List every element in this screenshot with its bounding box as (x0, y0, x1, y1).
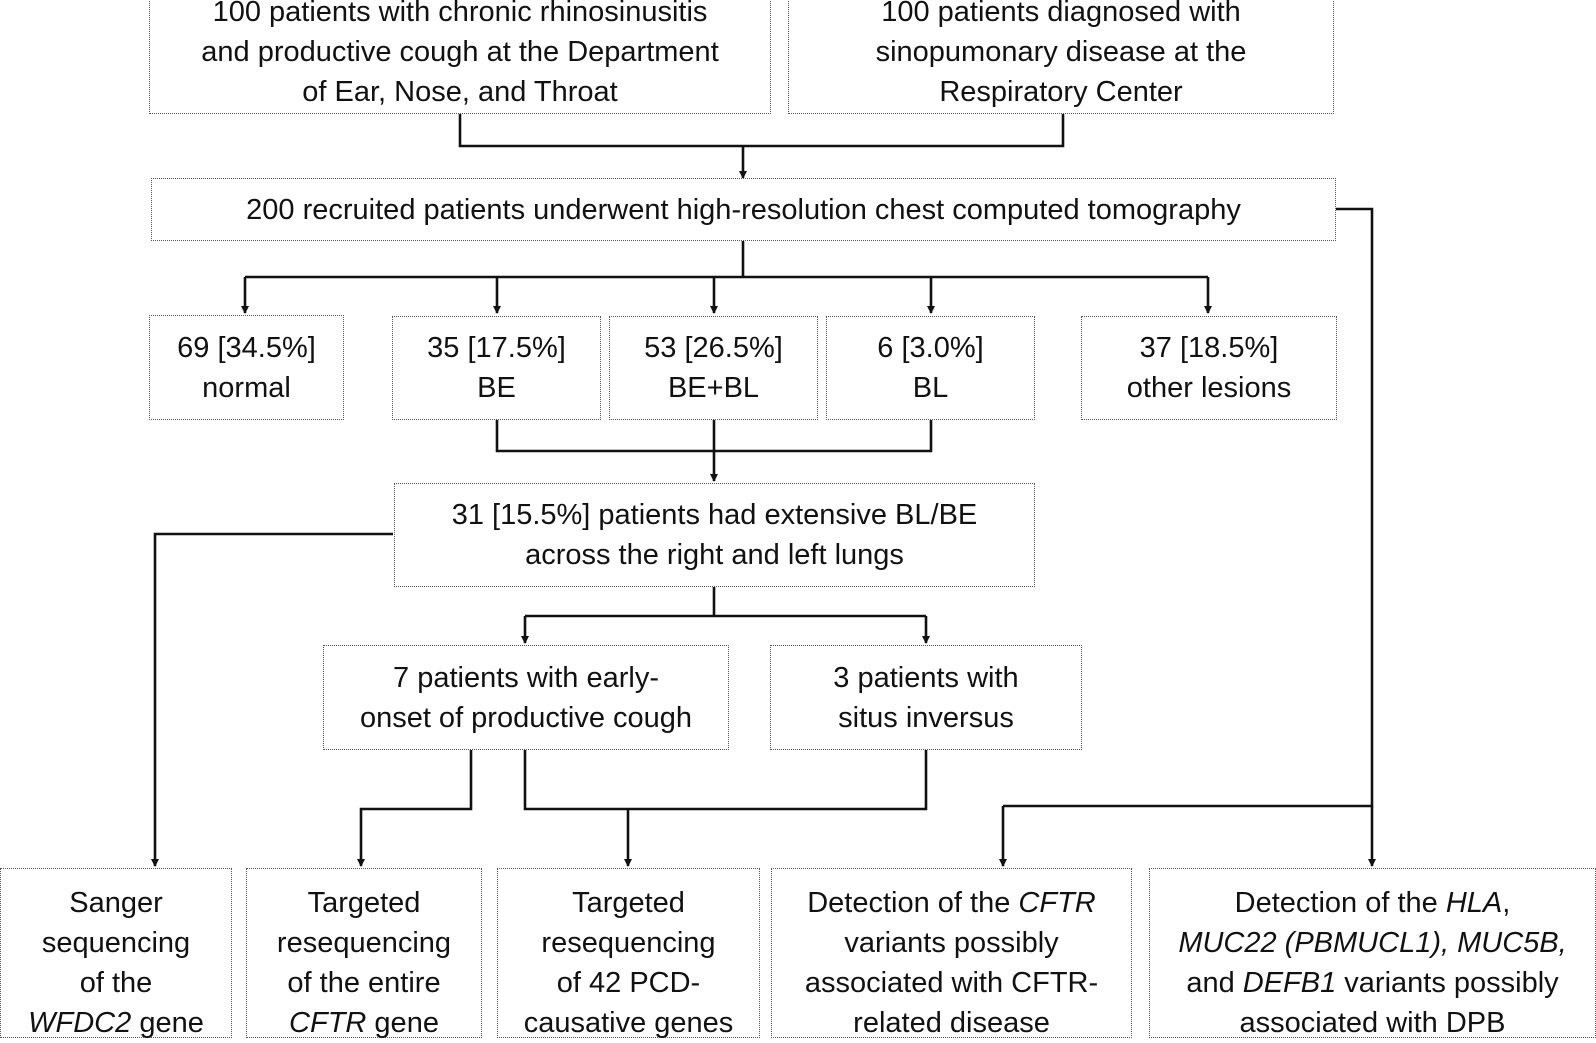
box-text-line: Detection of the HLA, (1234, 887, 1511, 919)
box-text-line: Sanger (69, 887, 163, 919)
box-text-line: associated with CFTR- (804, 967, 1099, 999)
recruited-patients-box: 200 recruited patients underwent high-re… (151, 178, 1336, 241)
box-text-line: associated with DPB (1239, 1007, 1506, 1039)
be-bl-box: 53 [26.5%] BE+BL (609, 316, 818, 420)
box-text-line: and DEFB1 variants possibly (1186, 967, 1559, 999)
hla-detection-box: Detection of the HLA, MUC22 (PBMUCL1), MU… (1149, 868, 1596, 1039)
box-text-line: other lesions (1126, 372, 1292, 404)
box-text-line: of 42 PCD- (556, 967, 701, 999)
box-text-line: Respiratory Center (939, 76, 1183, 108)
box-text-line: resequencing (541, 927, 716, 959)
connector-extensive-split (525, 587, 926, 618)
box-text-line: Targeted (307, 887, 421, 919)
box-text-line: resequencing (276, 927, 452, 959)
box-text-line: onset of productive cough (359, 701, 693, 734)
box-text-line: WFDC2 gene (28, 1007, 204, 1039)
box-text-line: of the (79, 967, 153, 999)
box-text-line: 200 recruited patients underwent high-re… (246, 193, 1241, 226)
box-text-line: 69 [34.5%] (177, 331, 316, 364)
respiratory-patients-box: 100 patients diagnosed with sinopumonary … (788, 0, 1334, 114)
situs-inversus-box: 3 patients with situs inversus (770, 645, 1082, 750)
box-text-line: 53 [26.5%] (644, 332, 783, 364)
box-text-line: 100 patients diagnosed with (881, 0, 1241, 28)
box-text-line: related disease (853, 1007, 1050, 1039)
pcd-resequencing-box: Targeted resequencing of 42 PCD-causative … (497, 868, 760, 1039)
box-text-line: 7 patients with early- (393, 661, 659, 694)
box-text-line: situs inversus (838, 701, 1014, 734)
early-onset-box: 7 patients with early-onset of productiv… (323, 645, 729, 750)
extensive-bl-be-box: 31 [15.5%] patients had extensive BL/BE a… (394, 483, 1035, 587)
box-text-line: 3 patients with (833, 661, 1019, 694)
box-text-line: sinopumonary disease at the (875, 36, 1247, 68)
box-text-line: 6 [3.0%] (877, 332, 984, 364)
box-text-line: of the entire (287, 967, 441, 999)
connector-early-situs-merge (523, 750, 928, 811)
box-text-line: and productive cough at the Department (201, 36, 719, 68)
box-text-line: BE (477, 372, 516, 404)
box-text-line: normal (202, 371, 291, 404)
cftr-detection-box: Detection of the CFTR variants possibly as… (771, 868, 1132, 1039)
box-text-line: 35 [17.5%] (427, 332, 566, 364)
box-text-line: Targeted (572, 887, 685, 919)
ent-patients-box: 100 patients with chronic rhinosinusitis… (149, 0, 771, 114)
box-text-line: Detection of the CFTR (807, 887, 1096, 919)
box-text-line: CFTR gene (289, 1007, 439, 1039)
box-text-line: variants possibly (844, 927, 1059, 959)
arrow-to-sanger (151, 532, 393, 867)
box-text-line: 100 patients with chronic rhinosinusitis (212, 0, 708, 28)
box-text-line: of Ear, Nose, and Throat (302, 76, 618, 108)
be-box: 35 [17.5%] BE (392, 316, 601, 420)
connector-ent-resp-merge (458, 114, 1065, 148)
connector-recruited-right (1003, 207, 1374, 808)
box-text-line: 37 [18.5%] (1139, 332, 1279, 364)
box-text-line: BL (912, 372, 949, 404)
box-text-line: BE+BL (667, 372, 760, 404)
other-lesions-box: 37 [18.5%] other lesions (1081, 316, 1337, 420)
normal-box: 69 [34.5%] normal (149, 315, 344, 420)
box-text-line: sequencing (41, 927, 191, 959)
arrow-to-cftr-reseq (357, 750, 473, 867)
box-text-line: across the right and left lungs (525, 539, 904, 571)
box-text-line: MUC22 (PBMUCL1), MUC5B, (1178, 927, 1567, 959)
box-text-line: causative genes (523, 1007, 734, 1039)
bl-box: 6 [3.0%] BL (826, 316, 1035, 420)
box-text-line: 31 [15.5%] patients had extensive BL/BE (451, 499, 978, 531)
